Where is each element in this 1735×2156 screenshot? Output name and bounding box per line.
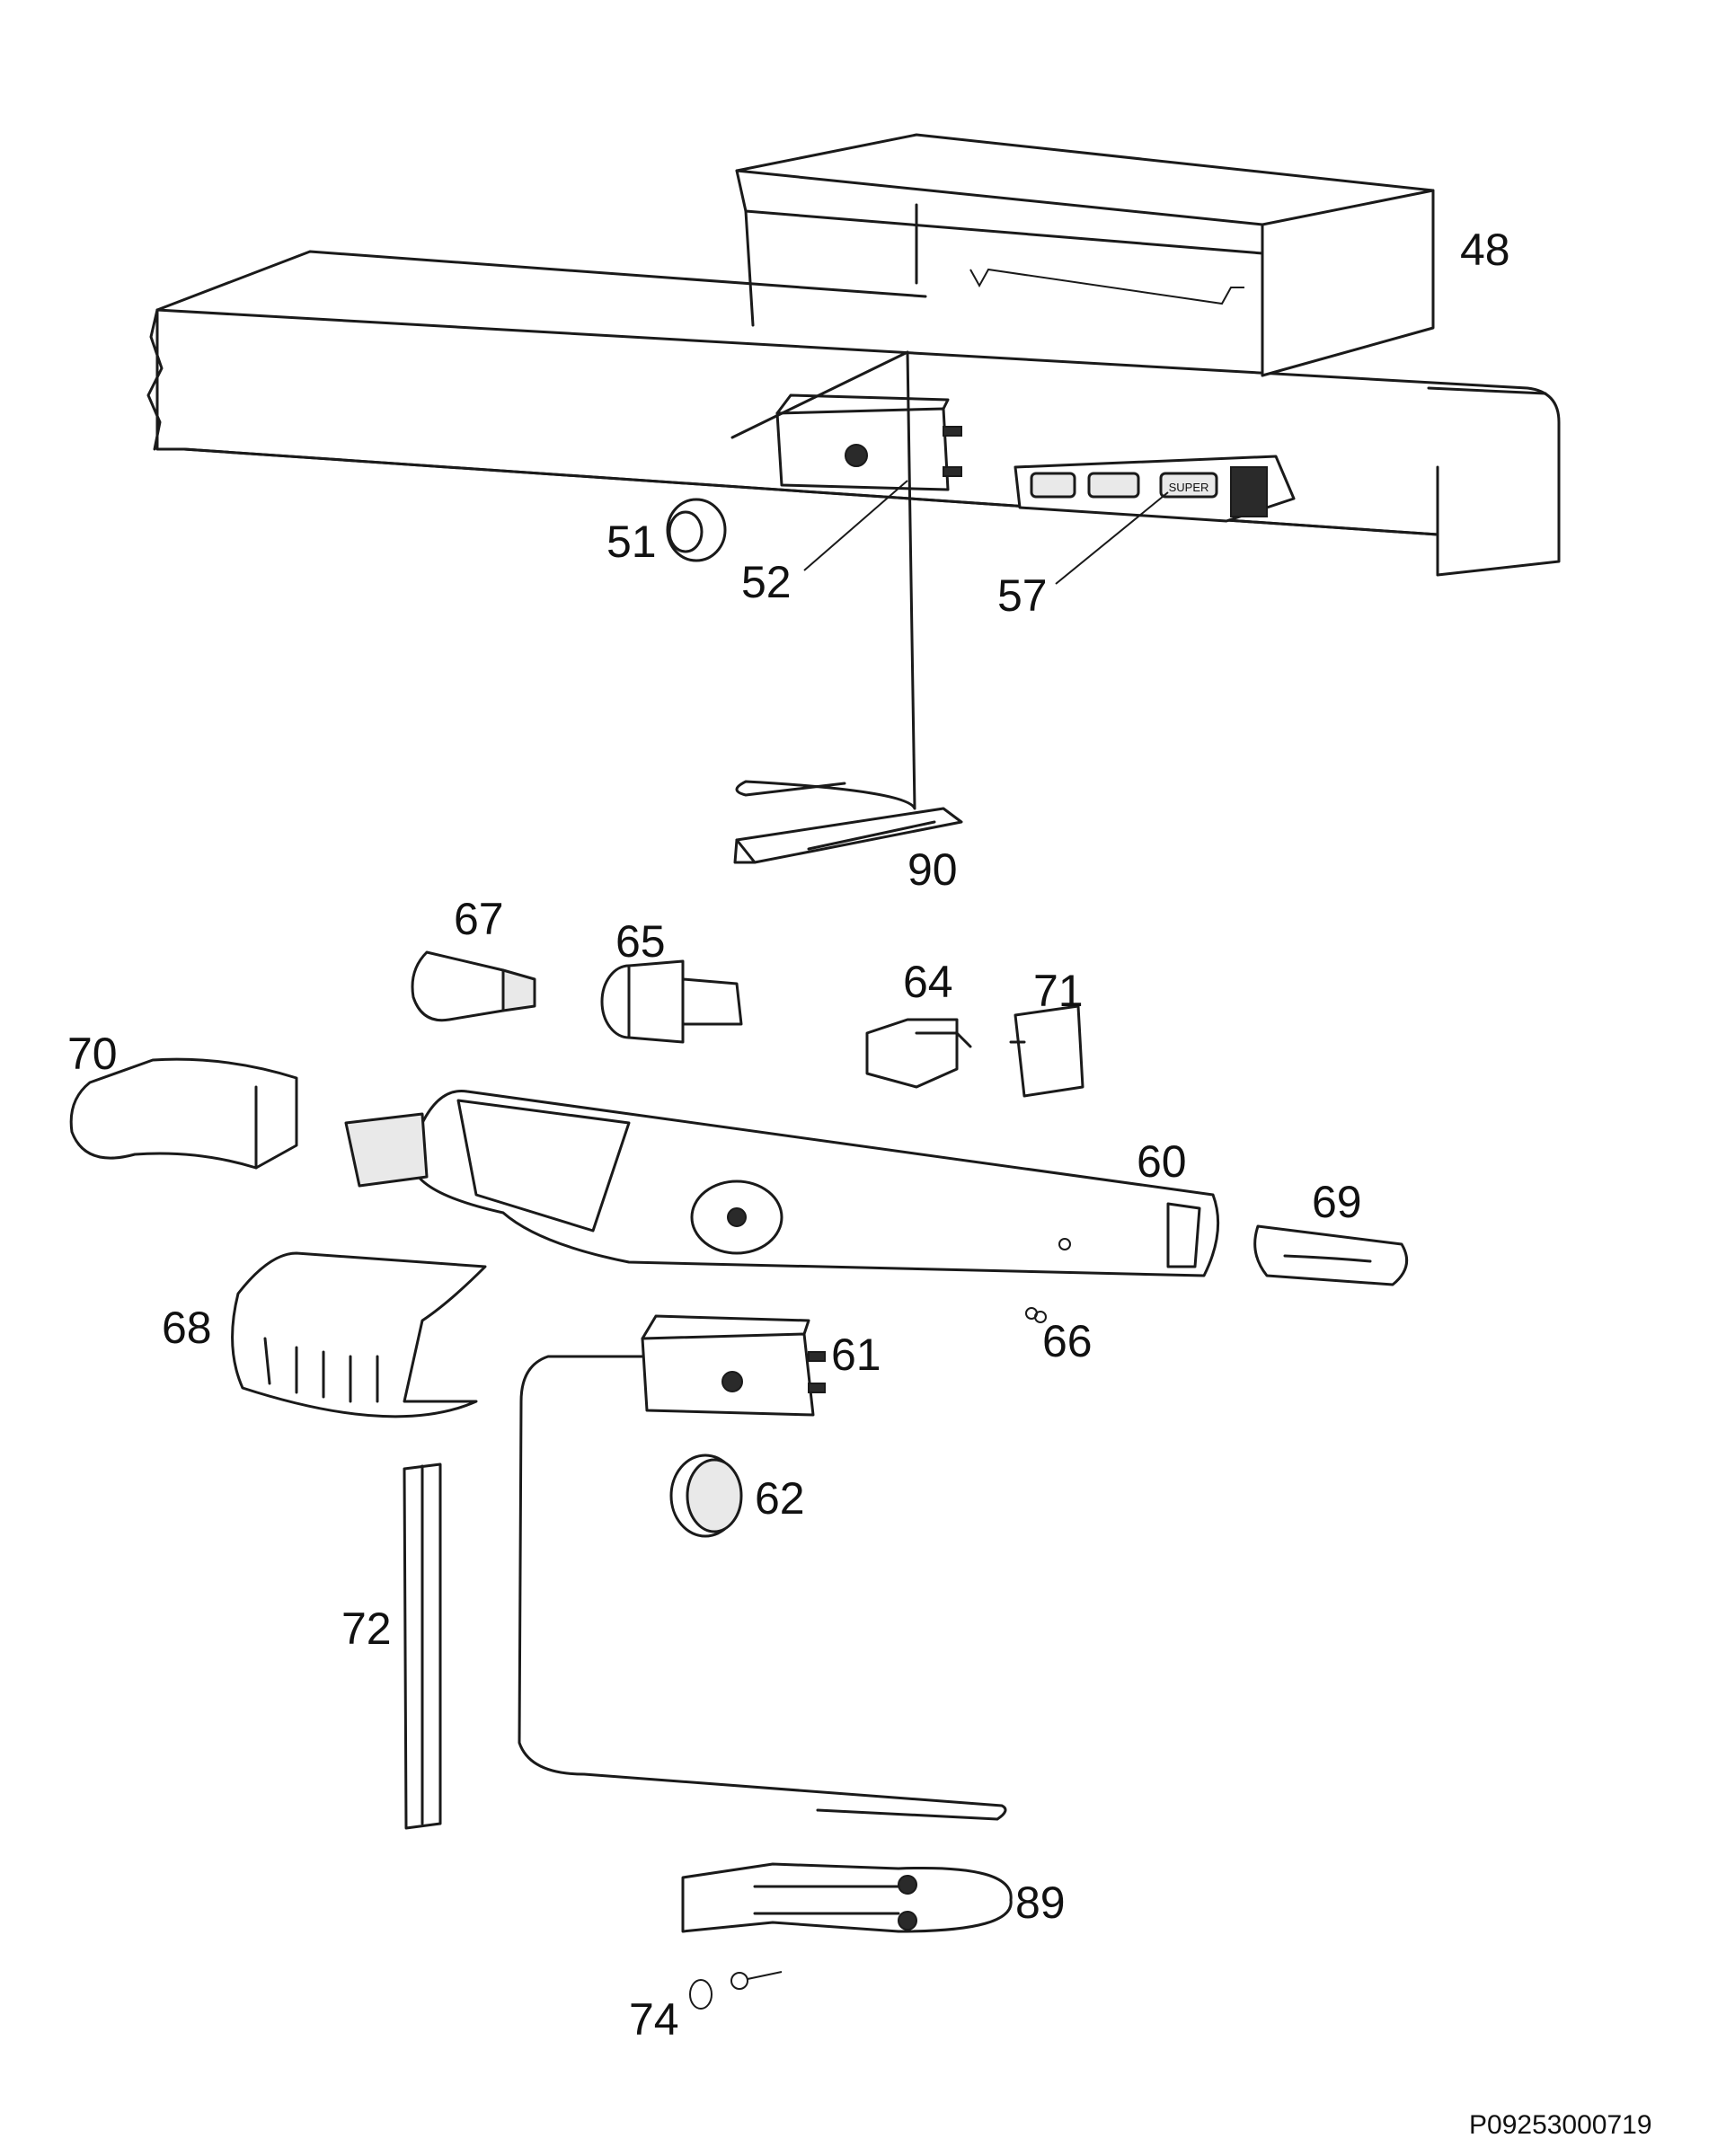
cover-68 [231, 1251, 487, 1418]
label-72: 72 [341, 1604, 392, 1654]
label-52: 52 [741, 557, 792, 607]
screw-washer-74 [689, 1971, 783, 2010]
knob-51 [666, 498, 727, 562]
label-65: 65 [615, 916, 666, 967]
strip-72 [403, 1462, 442, 1830]
label-64: 64 [903, 957, 953, 1007]
label-61: 61 [831, 1330, 881, 1380]
label-66: 66 [1042, 1316, 1093, 1366]
switch-64 [865, 1018, 972, 1089]
part-labels: 48 51 52 57 90 67 65 64 71 70 60 69 68 6… [67, 225, 1652, 2140]
screw-66 [1025, 1307, 1047, 1323]
label-67: 67 [454, 894, 504, 944]
handle-cover-70 [69, 1057, 298, 1170]
top-cover-48 [735, 133, 1435, 377]
label-69: 69 [1312, 1177, 1362, 1227]
leader-lines [803, 480, 1169, 585]
panel-super-text: SUPER [1169, 481, 1209, 494]
heater-89 [681, 1862, 1013, 1933]
thermostat-52 [730, 350, 962, 810]
label-71: 71 [1033, 966, 1084, 1016]
label-62: 62 [755, 1473, 805, 1524]
bulb-67 [411, 950, 536, 1022]
ring-62 [669, 1454, 743, 1538]
label-51: 51 [606, 517, 657, 567]
drawing-code: P09253000719 [1469, 2110, 1652, 2140]
label-70: 70 [67, 1029, 118, 1079]
control-panel-57: SUPER [1014, 455, 1296, 523]
label-90: 90 [907, 844, 958, 895]
label-74: 74 [629, 1994, 679, 2045]
label-89: 89 [1015, 1878, 1066, 1928]
label-68: 68 [162, 1303, 212, 1353]
thermostat-61 [518, 1314, 1007, 1821]
bracket-90 [733, 807, 963, 864]
label-48: 48 [1460, 225, 1510, 275]
lamp-housing-60 [344, 1089, 1220, 1277]
lens-69 [1253, 1224, 1409, 1286]
lamp-holder-65 [600, 959, 743, 1044]
label-57: 57 [997, 570, 1048, 621]
label-60: 60 [1137, 1136, 1187, 1187]
clip-71 [1009, 1004, 1084, 1098]
